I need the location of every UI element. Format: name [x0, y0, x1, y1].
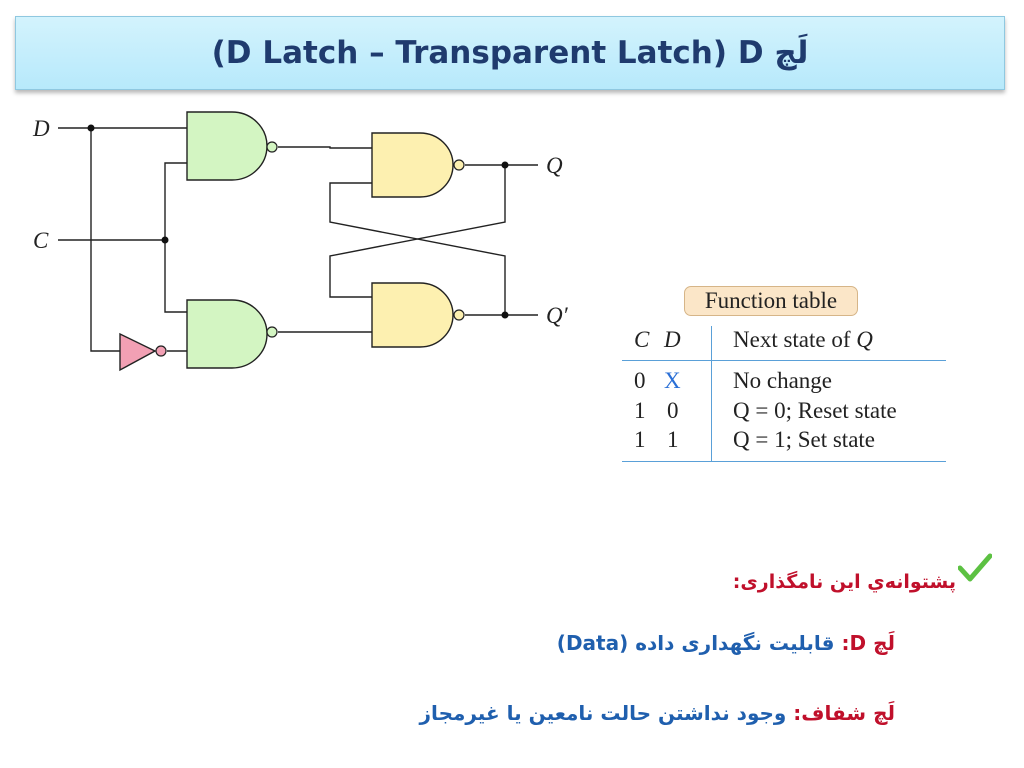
header-c: C	[634, 327, 650, 352]
junction-d	[87, 124, 95, 132]
and-gate-upper	[186, 111, 268, 181]
inverter	[119, 332, 157, 372]
and-gate-lower-bubble	[266, 326, 278, 338]
note-term-transparent: لَچ شفاف	[801, 701, 895, 725]
header-next-state: Next state of Q	[733, 326, 873, 354]
table-bottom-border	[622, 461, 946, 462]
d-latch-circuit: D C Q Q′	[32, 111, 569, 372]
wire-d-branch	[90, 128, 120, 352]
header-next-state-text: Next state of	[733, 327, 851, 352]
and-gate-lower	[186, 299, 268, 369]
wire-c-lower	[164, 240, 187, 313]
wire-c-upper	[164, 162, 187, 240]
row-2-d: 0	[667, 398, 679, 423]
nand-gate-upper-bubble	[453, 159, 465, 171]
nand-gate-upper	[371, 132, 454, 198]
slide-title: (D Latch – Transparent Latch) D لَچ	[211, 35, 809, 71]
junction-c	[161, 236, 169, 244]
row-3-d: 1	[667, 427, 679, 452]
wire-feedback-2	[329, 165, 506, 298]
notes-heading: پشتوانه‌ي اين نامگذاری:	[732, 571, 956, 593]
note-desc-transparent: وجود نداشتن حالت نامعين يا غيرمجاز	[419, 701, 787, 725]
row-1-c: 0	[634, 368, 646, 393]
row-2-next: Q = 0; Reset state	[733, 398, 897, 423]
note-term-d-latch: لَچ D	[849, 631, 896, 655]
table-header-divider	[622, 360, 946, 361]
function-table: C D Next state of Q 0 X No change 1 0 Q …	[622, 322, 946, 462]
note-sep-2: :	[786, 701, 802, 725]
junction-q	[501, 161, 509, 169]
inverter-bubble	[155, 345, 167, 357]
input-c-label: C	[33, 228, 49, 253]
header-d: D	[664, 327, 681, 352]
wire-feedback-1	[329, 182, 506, 315]
table-column-divider	[711, 326, 712, 462]
function-table-caption: Function table	[684, 286, 858, 316]
input-d-label: D	[32, 116, 50, 141]
note-desc-d-latch: قابليت نگهداری داده (Data)	[556, 631, 835, 655]
title-bar: (D Latch – Transparent Latch) D لَچ	[15, 16, 1005, 90]
wire-g1-out	[278, 146, 372, 149]
nand-gate-lower-bubble	[453, 309, 465, 321]
note-line-transparent: لَچ شفاف: وجود نداشتن حالت نامعين يا غير…	[420, 701, 895, 725]
output-q-prime-label: Q′	[546, 303, 569, 328]
header-next-state-var: Q	[856, 327, 873, 352]
row-1-d: X	[664, 368, 681, 393]
row-1-next: No change	[733, 368, 832, 393]
row-2-c: 1	[634, 398, 646, 423]
and-gate-upper-bubble	[266, 141, 278, 153]
row-3-c: 1	[634, 427, 646, 452]
output-q-label: Q	[546, 153, 563, 178]
nand-gate-lower	[371, 282, 454, 348]
note-sep-1: :	[834, 631, 850, 655]
note-line-d-latch: لَچ D: قابليت نگهداری داده (Data)	[557, 631, 895, 655]
check-icon	[958, 553, 992, 582]
row-3-next: Q = 1; Set state	[733, 427, 876, 452]
junction-q-prime	[501, 311, 509, 319]
